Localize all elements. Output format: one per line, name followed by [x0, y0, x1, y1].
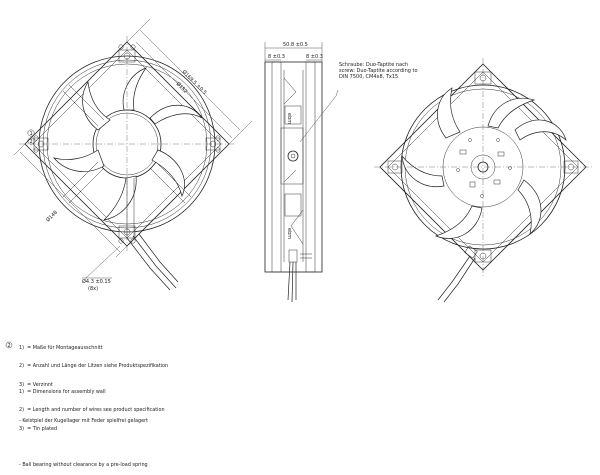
note-en-line-1: 1) = Dimensions for assembly wall	[19, 389, 106, 396]
technical-drawing: Ø169.5 ±0.5 Ø152 Ø148 1 2 Ø4.3 ±0.15 (8x…	[5, 18, 592, 349]
dim-right: 8 ±0.3	[306, 54, 323, 60]
dim-left: 8 ±0.3	[268, 54, 285, 60]
svg-text:ebm: ebm	[286, 113, 292, 124]
note-de-line-1: 1) = Maße für Montageausschnitt	[19, 345, 103, 352]
note-en-line-5: - Ball bearing without clearance by a pr…	[19, 462, 148, 469]
screw-note-line-2: screw: Duo-Taptite according to	[339, 68, 418, 74]
dim-side: Ø148	[44, 209, 58, 223]
hole-count: (8x)	[88, 286, 98, 292]
screw-note-line-3: DIN 7500, CM4x8, Tx15	[339, 74, 398, 80]
hole-dim: Ø4.3 ±0.15	[82, 278, 111, 285]
callout-1: 1	[30, 131, 33, 137]
note-en-line-3: 3) = Tin plated	[19, 425, 58, 432]
side-view: ebm ebm 50.8 ±0.5 8 ±0.3 8 ±0.3	[264, 42, 339, 303]
note-en-line-2: 2) = Length and number of wires see prod…	[19, 407, 165, 414]
front-view: Ø169.5 ±0.5 Ø152 Ø148 1 2 Ø4.3 ±0.15 (8x…	[13, 18, 253, 292]
callout-2: 2	[30, 139, 33, 145]
svg-text:ebm: ebm	[286, 228, 292, 239]
screw-note-line-1: Schraube: Duo-Taptite nach	[339, 62, 408, 68]
notes-english: 1) = Dimensions for assembly wall 2) = L…	[19, 377, 165, 475]
screw-note: Schraube: Duo-Taptite nach screw: Duo-Ta…	[339, 62, 418, 80]
note-de-line-5: - Kelstpiel der Kugellager mit Feder spi…	[19, 418, 149, 425]
notes-callout: 2	[8, 343, 11, 349]
notes-german: 1) = Maße für Montageausschnitt 2) = Anz…	[19, 333, 168, 431]
rear-view	[374, 58, 592, 303]
note-de-line-2: 2) = Anzahl und Länge der Litzen siehe P…	[19, 363, 169, 370]
note-de-line-3: 3) = Verzinnt	[19, 381, 53, 388]
dim-width: 50.8 ±0.5	[283, 42, 308, 48]
note-en-line-4	[19, 444, 165, 450]
